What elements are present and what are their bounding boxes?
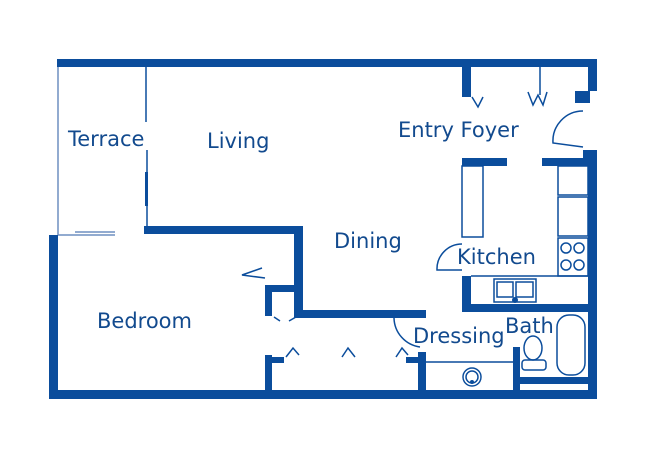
foyer-closet-mark — [471, 96, 484, 109]
kitchen-bottom-wall — [462, 304, 597, 312]
closet-wall — [265, 355, 272, 395]
label-living: Living — [207, 129, 269, 153]
bedroom-dining-wall — [294, 226, 303, 318]
bathtub — [556, 314, 586, 376]
closet-wall — [265, 285, 296, 292]
label-kitchen: Kitchen — [457, 245, 536, 269]
kitchen-sink — [493, 278, 537, 303]
dressing-wall — [406, 357, 418, 363]
right-wall — [588, 150, 597, 399]
counter — [557, 196, 589, 237]
label-bedroom: Bedroom — [97, 309, 192, 333]
door-jamb — [583, 150, 592, 162]
vanity-sink — [462, 367, 482, 387]
foyer-closet-mark — [527, 91, 548, 108]
label-bath: Bath — [505, 314, 554, 338]
stove — [557, 237, 589, 277]
top-right-wall — [588, 59, 597, 91]
entry-door-swing — [552, 110, 584, 148]
door-jamb — [575, 91, 590, 103]
kitchen-left-wall — [462, 276, 471, 312]
kitchen-top-wall — [542, 158, 592, 166]
closet-door-marks — [285, 346, 409, 358]
living-bedroom-wall — [144, 226, 303, 234]
closet-wall — [265, 285, 272, 316]
kitchen-door-swing — [436, 243, 463, 271]
room-labels: Terrace Living Entry Foyer Dining Kitche… — [67, 118, 554, 348]
bath-wall — [513, 347, 520, 392]
kitchen-top-wall — [462, 158, 507, 166]
walls — [49, 59, 597, 399]
counter — [557, 165, 589, 196]
left-wall — [49, 235, 58, 399]
toilet — [521, 335, 547, 371]
fixtures — [461, 165, 589, 387]
label-terrace: Terrace — [67, 127, 144, 151]
dressing-door-swing — [393, 317, 421, 348]
foyer-closet-wall — [462, 67, 471, 97]
label-entry-foyer: Entry Foyer — [398, 118, 519, 142]
bottom-wall — [49, 390, 597, 399]
bath-wall — [513, 377, 597, 384]
closet-door-mark — [273, 316, 297, 322]
refrigerator — [461, 165, 484, 238]
label-dressing: Dressing — [413, 324, 505, 348]
dressing-top-wall — [294, 310, 426, 318]
bedroom-door-mark — [241, 267, 266, 279]
closet-wall — [272, 357, 284, 363]
label-dining: Dining — [334, 229, 402, 253]
thin-lines — [57, 67, 541, 363]
top-wall — [57, 59, 597, 67]
doors — [241, 91, 584, 358]
dressing-wall — [418, 352, 426, 392]
